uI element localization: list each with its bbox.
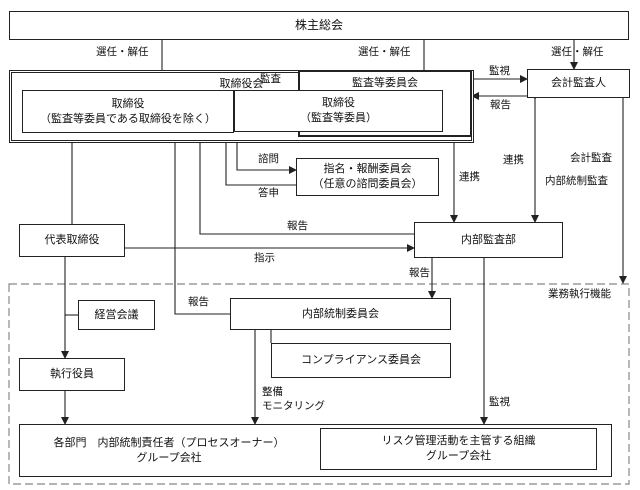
shareholders-label: 株主総会 (294, 18, 343, 33)
directors-box: 取締役 （監査等委員である取締役を除く） (22, 90, 234, 133)
audit-committee-title: 監査等委員会 (352, 76, 418, 89)
risk-management-label: リスク管理活動を主管する組織 (381, 434, 536, 448)
departments-sublabel: グループ会社 (136, 450, 202, 464)
representative-director: 代表取締役 (19, 224, 125, 257)
edge-label-develop: 整備 (262, 386, 283, 398)
directors-label: 取締役 (111, 96, 145, 110)
executive-officers-label: 執行役員 (50, 367, 94, 381)
edge-label-oversight: 監視 (489, 65, 510, 77)
edge-respond (222, 133, 296, 186)
nomination-committee: 指名・報酬委員会 （任意の諮問委員会） (296, 158, 439, 196)
edge-report-control-to-board (171, 133, 230, 315)
board-title: 取締役会 (219, 77, 264, 90)
executive-officers: 執行役員 (19, 358, 125, 391)
edge-label-monitoring: モニタリング (262, 400, 325, 412)
internal-audit-label: 内部監査部 (461, 232, 516, 246)
management-meeting-label: 経営会議 (94, 307, 139, 321)
compliance-committee: コンプライアンス委員会 (271, 343, 451, 378)
edge-label-cooperate-audit: 連携 (459, 171, 480, 183)
departments-label: 各部門 内部統制責任者（プロセスオーナー） (53, 435, 285, 449)
nomination-label: 指名・報酬委員会 (323, 162, 412, 176)
edge-label-consult: 諮問 (258, 153, 279, 165)
edge-label-report-control-to-board: 報告 (188, 296, 209, 308)
edge-label-audit: 監査 (260, 73, 281, 85)
business-execution-region (8, 283, 630, 485)
audit-directors-sublabel: （監査等委員） (300, 111, 377, 124)
nomination-sublabel: （任意の諮問委員会） (312, 177, 423, 190)
internal-control-committee: 内部統制委員会 (230, 298, 451, 330)
accounting-auditor-label: 会計監査人 (551, 76, 606, 90)
edge-label-accounting-audit: 会計監査 (570, 152, 612, 164)
edge-label-report-audit-to-control: 報告 (409, 267, 430, 279)
directors-sublabel: （監査等委員である取締役を除く） (40, 111, 216, 125)
shareholders-meeting: 株主総会 (9, 11, 629, 40)
edge-report-audit-to-board (196, 133, 414, 235)
edge-label-cooperate-accounting: 連携 (503, 154, 524, 166)
edge-label-elect-dismiss-audit: 選任・解任 (358, 46, 411, 58)
management-meeting: 経営会議 (78, 300, 155, 330)
edge-label-oversight-dept: 監視 (489, 396, 510, 408)
edge-label-instruct: 指示 (254, 252, 275, 264)
compliance-committee-label: コンプライアンス委員会 (300, 353, 421, 367)
accounting-auditor: 会計監査人 (527, 69, 630, 98)
edge-label-elect-dismiss-accounting: 選任・解任 (551, 46, 604, 58)
audit-directors-label: 取締役 (322, 96, 355, 110)
representative-director-label: 代表取締役 (44, 233, 100, 247)
audit-directors-box: 取締役 （監査等委員） (234, 90, 443, 132)
risk-management-org: リスク管理活動を主管する組織 グループ会社 (320, 428, 597, 470)
edge-label-elect-dismiss-board: 選任・解任 (96, 46, 149, 58)
edge-label-respond: 答申 (258, 187, 279, 199)
edge-label-report-accounting: 報告 (490, 99, 511, 111)
edge-label-internal-control-audit: 内部統制監査 (545, 175, 608, 187)
edge-consult (236, 132, 297, 174)
risk-management-sublabel: グループ会社 (425, 449, 492, 462)
internal-control-committee-label: 内部統制委員会 (302, 306, 379, 320)
edge-label-report-audit-to-board: 報告 (287, 220, 308, 232)
business-execution-label: 業務執行機能 (548, 288, 611, 300)
internal-audit-dept: 内部監査部 (414, 222, 563, 258)
